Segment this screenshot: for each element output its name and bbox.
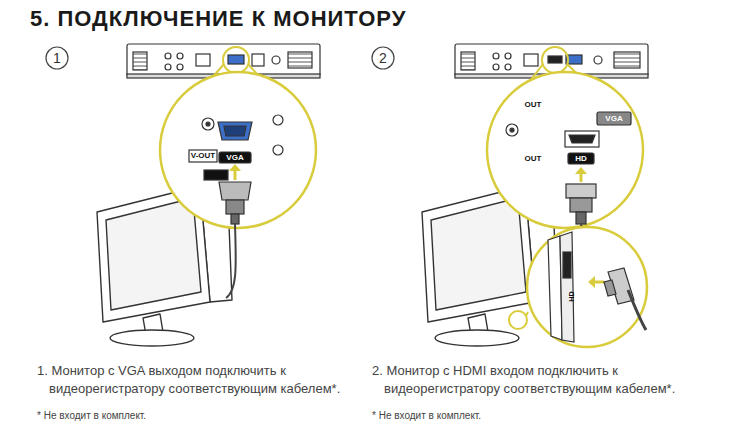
- page-title: 5. ПОДКЛЮЧЕНИЕ К МОНИТОРУ: [30, 6, 406, 32]
- dvr-recorder: [594, 56, 602, 64]
- footnote: * Не входит в комплект.: [37, 410, 237, 421]
- monitor: [110, 330, 194, 346]
- number-circle: [372, 47, 394, 69]
- zoom-circle: [224, 126, 246, 136]
- port-label: HD: [568, 154, 594, 163]
- number-circle: [46, 47, 68, 69]
- dvr-recorder: [177, 64, 183, 70]
- caption: 1. Монитор с VGA выходом подключить к ви…: [37, 362, 369, 398]
- zoom-circle: [487, 72, 643, 228]
- zoom-circle: [231, 214, 239, 224]
- port-label: OUT: [518, 100, 548, 109]
- zoom-circle: [160, 72, 316, 228]
- zoom-circle: [219, 152, 251, 163]
- zoom-circle: [273, 115, 283, 125]
- zoom-circle: [219, 182, 251, 200]
- zoom-outline: [509, 311, 527, 329]
- zoom-circle: [527, 227, 647, 347]
- zoom-circle: [189, 150, 217, 162]
- zoom-circle: [563, 252, 571, 278]
- zoom-circle: [160, 72, 316, 228]
- dvr-recorder: [133, 52, 147, 70]
- port-label: VGA: [597, 114, 631, 123]
- dvr-recorder: [614, 52, 640, 68]
- zoom-circle: [229, 164, 241, 171]
- zoom-circle: [575, 167, 587, 174]
- zoom-circle: [569, 135, 595, 143]
- dvr-recorder: [493, 53, 499, 59]
- zoom-circle: [560, 232, 574, 342]
- monitor: [431, 198, 526, 310]
- dvr-recorder: [524, 54, 538, 66]
- zoom-circle: [204, 170, 228, 180]
- dvr-recorder: [177, 53, 183, 59]
- zoom-circle: [510, 128, 514, 132]
- zoom-circle: [604, 280, 616, 296]
- dvr-recorder: [228, 55, 244, 64]
- dvr-recorder: [196, 54, 210, 66]
- dvr-recorder: [461, 52, 475, 70]
- zoom-outline: [542, 47, 568, 73]
- zoom-circle: [628, 290, 646, 330]
- port-label: OUT: [518, 154, 548, 163]
- zoom-circle: [273, 145, 283, 155]
- dvr-recorder: [493, 64, 499, 70]
- zoom-circle: [206, 122, 210, 126]
- zoom-circle: [597, 112, 631, 125]
- caption: 2. Монитор с HDMI входом подключить к ви…: [372, 362, 714, 398]
- vga-cable: [226, 224, 236, 298]
- port-label: V-OUT: [189, 151, 217, 160]
- zoom-outline: [526, 312, 528, 316]
- zoom-circle: [527, 227, 647, 347]
- zoom-outline: [223, 47, 249, 73]
- dvr-recorder: [505, 64, 511, 70]
- port-label: HD: [567, 288, 576, 306]
- zoom-circle: [226, 200, 244, 214]
- port-label: VGA: [219, 153, 251, 162]
- dvr-recorder: [127, 44, 320, 76]
- zoom-circle: [218, 122, 252, 140]
- zoom-circle: [565, 131, 599, 147]
- zoom-circle: [568, 153, 594, 164]
- dvr-recorder: [165, 53, 171, 59]
- dvr-recorder: [252, 54, 264, 66]
- zoom-circle: [570, 198, 592, 212]
- dvr-recorder: [455, 44, 648, 76]
- zoom-circle: [566, 184, 596, 198]
- dvr-recorder: [548, 56, 562, 63]
- zoom-circle: [487, 72, 643, 228]
- monitor: [106, 198, 201, 310]
- zoom-circle: [506, 124, 518, 136]
- callout-number: 2: [372, 48, 394, 68]
- dvr-recorder: [165, 64, 171, 70]
- monitor: [435, 330, 519, 346]
- dvr-recorder: [288, 52, 312, 68]
- callout-number: 1: [46, 48, 68, 68]
- zoom-circle: [576, 212, 586, 224]
- zoom-circle: [588, 276, 595, 288]
- dvr-recorder: [272, 56, 280, 64]
- footnote: * Не входит в комплект.: [372, 410, 572, 421]
- zoom-circle: [202, 118, 214, 130]
- dvr-recorder: [505, 53, 511, 59]
